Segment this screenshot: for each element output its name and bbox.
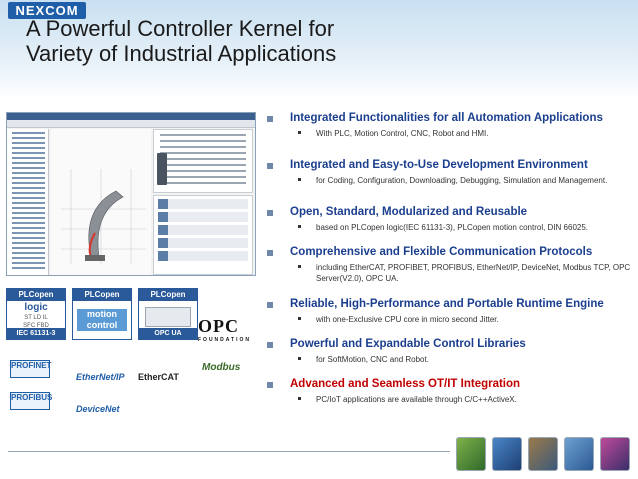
feature-title: Comprehensive and Flexible Communication… (290, 246, 593, 258)
bullet-dot-icon (298, 317, 301, 320)
feature-detail: based on PLCopen logic(IEC 61131-3), PLC… (290, 222, 634, 233)
feature-item: Open, Standard, Modularized and Reusable… (262, 204, 634, 244)
footer-divider (8, 451, 450, 452)
plcopen-logic-logo: PLCopen logic ST LD IL SFC FBD IEC 61131… (6, 288, 66, 340)
feature-item: Integrated and Easy-to-Use Development E… (262, 157, 634, 204)
feature-detail: with one-Exclusive CPU core in micro sec… (290, 314, 634, 325)
ide-project-tree (7, 129, 49, 275)
protocol-logos: PLCopen logic ST LD IL SFC FBD IEC 61131… (6, 288, 256, 418)
ide-toolbar (7, 120, 255, 128)
modbus-logo: Modbus (202, 362, 241, 373)
ide-properties-panel (153, 129, 253, 193)
bullet-dot-icon (298, 357, 301, 360)
plcopen-motion-logo: PLCopen motion control (72, 288, 132, 340)
profinet-logo: PROFINET (10, 360, 51, 378)
plcopen-opcua-logo: PLCopen OPC UA (138, 288, 198, 340)
profibus-logo: PROFIBUS (10, 392, 52, 410)
feature-title: Powerful and Expandable Control Librarie… (290, 338, 526, 350)
bullet-square-icon (267, 382, 273, 388)
ethercat-logo: EtherCAT (138, 372, 179, 382)
bullet-dot-icon (298, 265, 301, 268)
thumbnail-image (456, 437, 486, 471)
slide-title-line-2: Variety of Industrial Applications (26, 41, 337, 66)
feature-item: Powerful and Expandable Control Librarie… (262, 336, 634, 376)
thumbnail-image (528, 437, 558, 471)
ethernetip-logo: EtherNet/IP (76, 372, 125, 382)
opc-foundation-logo: OPC FOUNDATION (198, 316, 251, 343)
bullet-dot-icon (298, 225, 301, 228)
bullet-square-icon (267, 342, 273, 348)
ide-3d-robot-view (51, 129, 151, 275)
bullet-square-icon (267, 302, 273, 308)
feature-list: Integrated Functionalities for all Autom… (262, 110, 634, 416)
feature-detail: including EtherCAT, PROFIBET, PROFIBUS, … (290, 262, 634, 284)
feature-title: Advanced and Seamless OT/IT Integration (290, 378, 521, 390)
bullet-square-icon (267, 163, 273, 169)
feature-detail: PC/IoT applications are available throug… (290, 394, 634, 405)
feature-detail: for SoftMotion, CNC and Robot. (290, 354, 634, 365)
feature-item: Comprehensive and Flexible Communication… (262, 244, 634, 296)
feature-title: Integrated and Easy-to-Use Development E… (290, 159, 588, 171)
bullet-dot-icon (298, 397, 301, 400)
application-thumbnails (456, 437, 634, 473)
header-banner: NEXCOM A Powerful Controller Kernel for … (0, 0, 638, 100)
feature-detail: for Coding, Configuration, Downloading, … (290, 175, 634, 186)
ide-titlebar (7, 113, 255, 120)
thumbnail-image (600, 437, 630, 471)
feature-item: Integrated Functionalities for all Autom… (262, 110, 634, 157)
bullet-square-icon (267, 210, 273, 216)
bullet-square-icon (267, 250, 273, 256)
devicenet-logo: DeviceNet (76, 404, 120, 414)
feature-item: Reliable, High-Performance and Portable … (262, 296, 634, 336)
ide-screenshot (6, 112, 256, 276)
ide-axis-table (153, 195, 253, 275)
thumbnail-image (492, 437, 522, 471)
controller-device-image (157, 153, 167, 185)
feature-title: Reliable, High-Performance and Portable … (290, 298, 604, 310)
thumbnail-image (564, 437, 594, 471)
feature-title: Open, Standard, Modularized and Reusable (290, 206, 528, 218)
nexcom-logo: NEXCOM (8, 2, 86, 19)
bullet-square-icon (267, 116, 273, 122)
bullet-dot-icon (298, 178, 301, 181)
bullet-dot-icon (298, 131, 301, 134)
slide-title: A Powerful Controller Kernel for Variety… (26, 16, 446, 66)
feature-item-highlighted: Advanced and Seamless OT/IT Integration … (262, 376, 634, 416)
feature-detail: With PLC, Motion Control, CNC, Robot and… (290, 128, 634, 139)
slide-title-line-1: A Powerful Controller Kernel for (26, 16, 335, 41)
feature-title: Integrated Functionalities for all Autom… (290, 112, 603, 124)
